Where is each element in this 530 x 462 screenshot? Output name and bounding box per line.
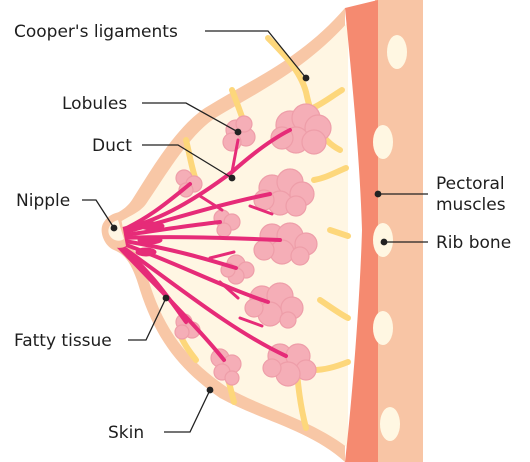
rib-bone [373, 311, 393, 345]
duct-sinus [140, 222, 164, 230]
label-pectoral-muscles-line1: Pectoral [436, 174, 505, 194]
label-lobules: Lobules [62, 94, 127, 114]
skin-leader [164, 387, 213, 432]
label-skin: Skin [108, 423, 144, 443]
duct-sinus [136, 248, 156, 256]
label-coopers-ligaments: Cooper's ligaments [14, 22, 178, 42]
label-pectoral-muscles-line2: muscles [436, 195, 506, 215]
pectoral-muscle [345, 0, 378, 462]
rib-bone [373, 125, 393, 159]
label-fatty-tissue: Fatty tissue [14, 331, 112, 351]
label-duct: Duct [92, 136, 132, 156]
duct-sinus [138, 236, 162, 244]
label-nipple: Nipple [16, 191, 70, 211]
rib-bone [380, 407, 400, 441]
label-rib-bone: Rib bone [436, 233, 511, 253]
rib-bone [387, 35, 407, 69]
